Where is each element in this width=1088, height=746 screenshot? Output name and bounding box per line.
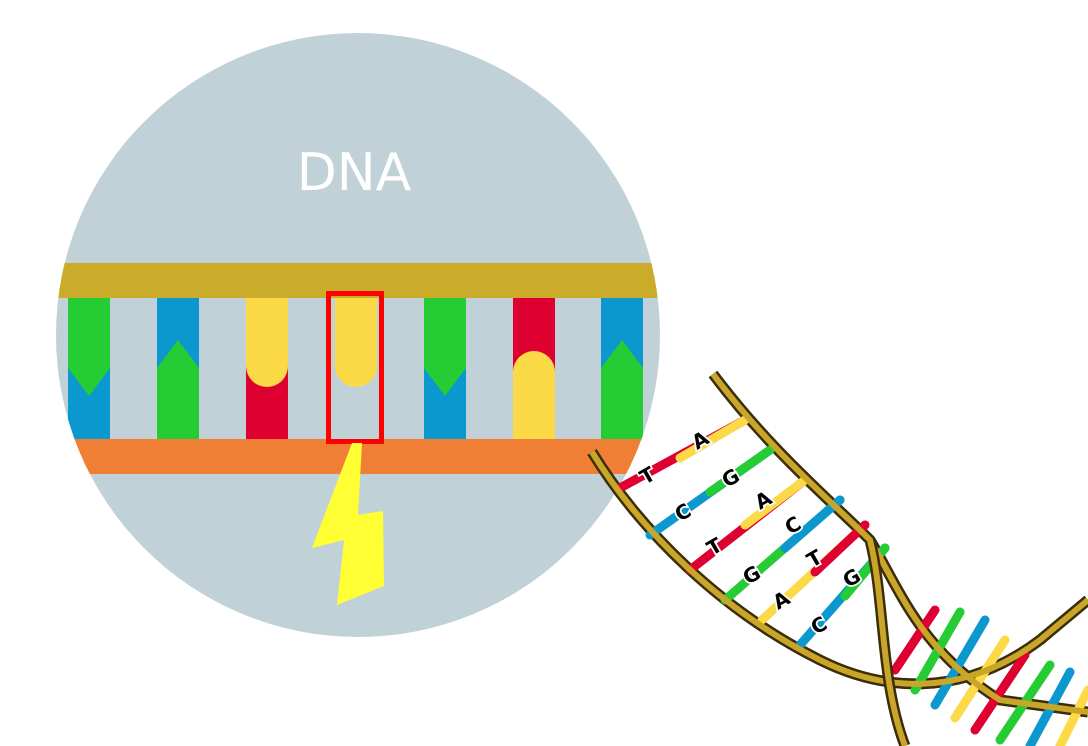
base-pair-1 bbox=[68, 298, 110, 439]
base-pair-4-damaged bbox=[335, 298, 377, 387]
dna-strand-closeup bbox=[56, 263, 660, 474]
lightning-bolt-icon bbox=[312, 443, 384, 605]
base-pair-3 bbox=[246, 298, 288, 439]
base-pair-6 bbox=[513, 298, 555, 439]
base-pair-5 bbox=[424, 298, 466, 439]
helix-strand-front bbox=[589, 450, 1088, 687]
helix-rungs bbox=[615, 415, 1088, 746]
helix-letter-11: G bbox=[839, 563, 865, 592]
base-pair-2 bbox=[157, 298, 199, 439]
base-pair-7 bbox=[601, 298, 643, 439]
double-helix-icon: T A C G A T C G T A G C bbox=[587, 370, 1088, 746]
magnifier-circle-icon: DNA bbox=[56, 33, 660, 637]
dna-title: DNA bbox=[297, 143, 412, 203]
damage-highlight-box bbox=[326, 291, 384, 444]
